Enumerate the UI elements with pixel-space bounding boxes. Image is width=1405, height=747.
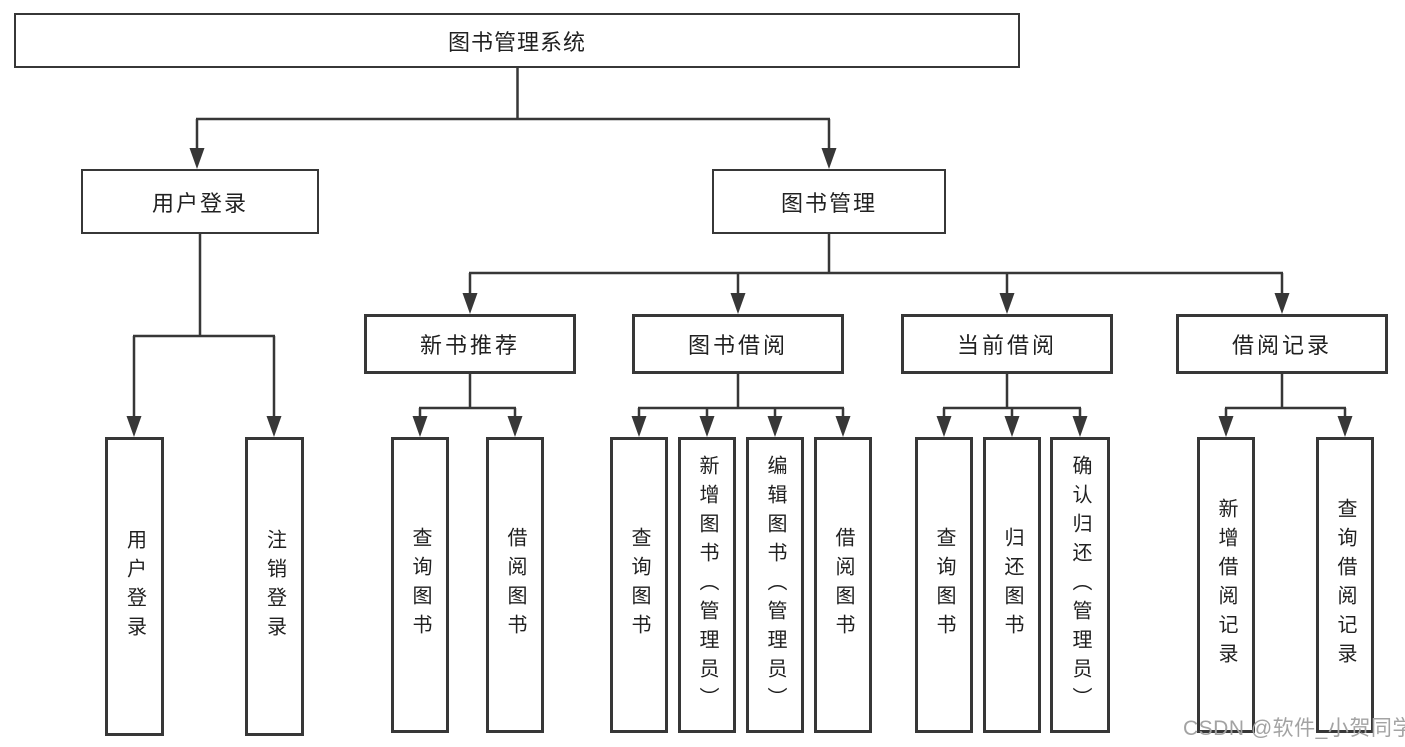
- node-library-system: 图书管理系统: [14, 13, 1020, 68]
- node-label: 图书管理系统: [447, 29, 586, 55]
- leaf-login-logout: 注销登录: [245, 437, 304, 736]
- node-label: 注销登录: [263, 528, 286, 645]
- leaf-borrowing-add-book-admin: 新增图书（管理员）: [678, 437, 736, 733]
- leaf-records-add-record: 新增借阅记录: [1197, 437, 1255, 733]
- node-label: 借阅图书: [832, 527, 854, 643]
- leaf-login-user-login: 用户登录: [105, 437, 164, 736]
- leaf-borrowing-borrow-books: 借阅图书: [814, 437, 872, 733]
- node-label: 借阅记录: [1231, 333, 1332, 358]
- node-label: 新增借阅记录: [1215, 498, 1237, 672]
- node-label: 查询图书: [628, 527, 650, 643]
- node-book-management: 图书管理: [712, 169, 946, 234]
- leaf-borrowing-query-books: 查询图书: [610, 437, 668, 733]
- node-label: 编辑图书（管理员）: [764, 454, 786, 716]
- node-label: 新书推荐: [419, 333, 520, 358]
- leaf-current-confirm-return-admin: 确认归还（管理员）: [1050, 437, 1110, 733]
- csdn-watermark: CSDN @软件_小贺同学: [1183, 717, 1405, 740]
- node-user-login: 用户登录: [81, 169, 319, 234]
- node-label: 当前借阅: [956, 333, 1057, 358]
- node-label: 查询图书: [409, 527, 431, 643]
- node-label: 图书管理: [780, 190, 877, 216]
- node-label: 确认归还（管理员）: [1069, 454, 1091, 716]
- node-borrowing-records: 借阅记录: [1176, 314, 1388, 374]
- node-current-borrowing: 当前借阅: [901, 314, 1113, 374]
- node-label: 查询图书: [933, 527, 955, 643]
- node-book-borrowing: 图书借阅: [632, 314, 844, 374]
- node-label: 借阅图书: [504, 527, 526, 643]
- node-label: 新增图书（管理员）: [696, 454, 718, 716]
- leaf-records-query-record: 查询借阅记录: [1316, 437, 1374, 733]
- node-label: 查询借阅记录: [1334, 498, 1356, 672]
- node-label: 图书借阅: [687, 333, 788, 358]
- leaf-current-return-books: 归还图书: [983, 437, 1041, 733]
- node-label: 用户登录: [151, 190, 248, 216]
- leaf-recommend-borrow-books: 借阅图书: [486, 437, 544, 733]
- connector-lines: [132, 68, 1347, 418]
- node-new-book-recommendation: 新书推荐: [364, 314, 576, 374]
- node-label: 用户登录: [123, 528, 146, 645]
- leaf-borrowing-edit-book-admin: 编辑图书（管理员）: [746, 437, 804, 733]
- node-label: 归还图书: [1001, 527, 1023, 643]
- leaf-current-query-books: 查询图书: [915, 437, 973, 733]
- leaf-recommend-query-books: 查询图书: [391, 437, 449, 733]
